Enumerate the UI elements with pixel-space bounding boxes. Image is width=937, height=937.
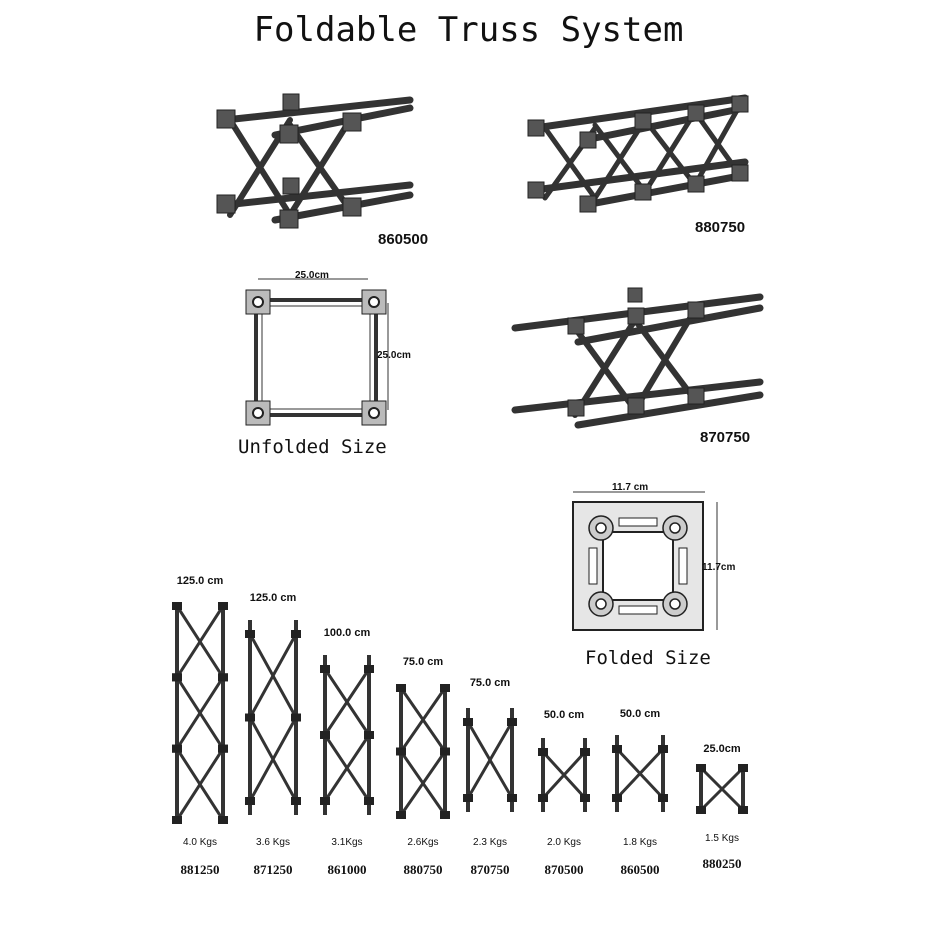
truss-length-label: 125.0 cm [249,592,297,604]
truss-weight-label: 2.0 Kgs [547,837,581,848]
folded-caption: Folded Size [585,647,711,669]
truss-model-code: 880250 [702,856,742,871]
truss-3d-code: 870750 [700,429,751,446]
folded-size-diagram [572,491,718,631]
truss-model-code: 880750 [403,862,443,877]
truss-model-code: 861000 [327,862,367,877]
truss-weight-label: 3.6 Kgs [256,837,290,848]
truss-length-label: 50.0 cm [619,708,661,720]
truss-length-label: 75.0 cm [469,677,511,689]
truss-weight-label: 3.1Kgs [331,837,363,848]
unfolded-caption: Unfolded Size [238,436,387,458]
truss-weight-label: 4.0 Kgs [183,837,217,848]
truss-3d-code: 880750 [695,219,746,236]
truss-weight-label: 2.6Kgs [407,837,439,848]
truss-weight-label: 1.5 Kgs [705,833,739,844]
unfolded-width-label: 25.0cm [295,270,329,281]
page-title: Foldable Truss System [253,10,684,50]
folded-width-label: 11.7 cm [612,482,649,493]
truss-model-code: 881250 [180,862,220,877]
truss-length-label: 125.0 cm [176,575,224,587]
truss-length-label: 25.0cm [703,743,741,755]
unfolded-size-diagram [245,278,389,426]
truss-3d-code: 860500 [378,231,429,248]
truss-model-code: 870500 [544,862,584,877]
truss-model-code: 870750 [470,862,510,877]
truss-length-label: 75.0 cm [402,656,444,668]
truss-3d-860500 [216,93,414,229]
truss-weight-label: 1.8 Kgs [623,837,657,848]
folded-height-label: 11.7cm [702,562,736,573]
truss-length-label: 50.0 cm [543,709,585,721]
unfolded-height-label: 25.0cm [377,350,411,361]
truss-3d-880750 [527,94,749,213]
truss-3d-870750 [511,287,764,429]
truss-model-code: 860500 [620,862,660,877]
truss-length-label: 100.0 cm [323,627,371,639]
truss-model-code: 871250 [253,862,293,877]
truss-weight-label: 2.3 Kgs [473,837,507,848]
